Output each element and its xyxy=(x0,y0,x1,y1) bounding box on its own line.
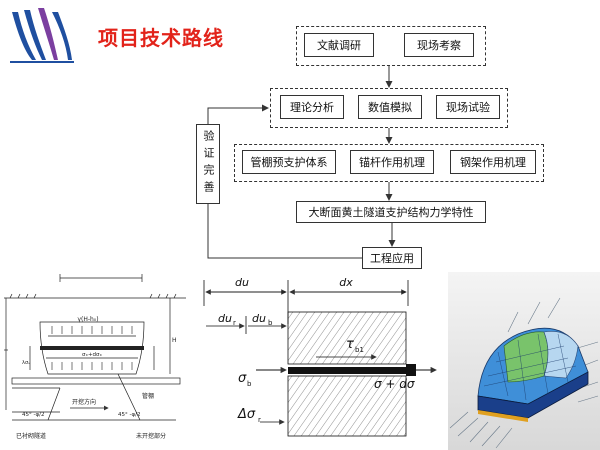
lined-tunnel-label: 已衬砌隧道 xyxy=(16,432,46,440)
delta-sigma-subscript: r xyxy=(258,416,261,424)
anchor-box: 锚杆作用机理 xyxy=(350,150,434,174)
flow-connectors xyxy=(207,66,396,259)
dub-subscript: b xyxy=(268,319,273,327)
university-logo xyxy=(10,8,74,63)
angle-left: 45° -φ/2 xyxy=(22,412,44,418)
simulation-box: 数值模拟 xyxy=(358,95,422,119)
method-group xyxy=(270,88,508,128)
stress-label: σₓ+dσₓ xyxy=(82,352,103,358)
site-visit-box: 现场考察 xyxy=(404,33,474,57)
result-box: 大断面黄土隧道支护结构力学特性 xyxy=(296,201,486,223)
tau-subscript: b1 xyxy=(355,346,364,354)
angle-right: 45° -φ/2 xyxy=(118,412,140,418)
anchor-element-diagram: du dx du r du b τ b1 σ b σ + dσ Δσ r xyxy=(203,276,437,437)
sigma-b-subscript: b xyxy=(247,380,252,388)
numerical-model-render xyxy=(448,272,600,450)
lambda-label: λσᵥ xyxy=(22,360,30,366)
tau-label: τ xyxy=(346,337,354,352)
du-label: du xyxy=(235,276,249,289)
pipe-label: 管棚 xyxy=(142,392,154,400)
application-box: 工程应用 xyxy=(362,247,422,269)
page-title: 项目技术路线 xyxy=(98,26,224,50)
sigma-b-label: σ xyxy=(238,371,247,386)
dub-label: du xyxy=(252,312,266,325)
steel-frame-box: 钢架作用机理 xyxy=(450,150,536,174)
sigma-b-increment-label: σ + dσ xyxy=(374,377,415,391)
h-label: H xyxy=(172,337,177,344)
excavation-direction: 开挖方向 xyxy=(72,398,96,406)
dx-label: dx xyxy=(339,276,353,289)
pipe-roof-box: 管棚预支护体系 xyxy=(242,150,336,174)
load-label: γ(H-h₀) xyxy=(77,316,98,323)
mechanism-group xyxy=(234,144,544,182)
research-group xyxy=(296,26,486,66)
unexcavated-label: 未开挖部分 xyxy=(136,432,166,440)
theory-box: 理论分析 xyxy=(280,95,344,119)
field-test-box: 现场试验 xyxy=(436,95,500,119)
dur-label: du xyxy=(218,312,232,325)
delta-sigma-label: Δσ xyxy=(237,407,256,422)
pipe-roof-mechanics-drawing: γ(H-h₀) σₓ+dσₓ H λσᵥ 开挖方向 管棚 45° -φ/2 45… xyxy=(4,274,186,440)
feedback-box: 验证完善 xyxy=(196,124,220,204)
dur-subscript: r xyxy=(233,319,236,327)
literature-box: 文献调研 xyxy=(304,33,374,57)
